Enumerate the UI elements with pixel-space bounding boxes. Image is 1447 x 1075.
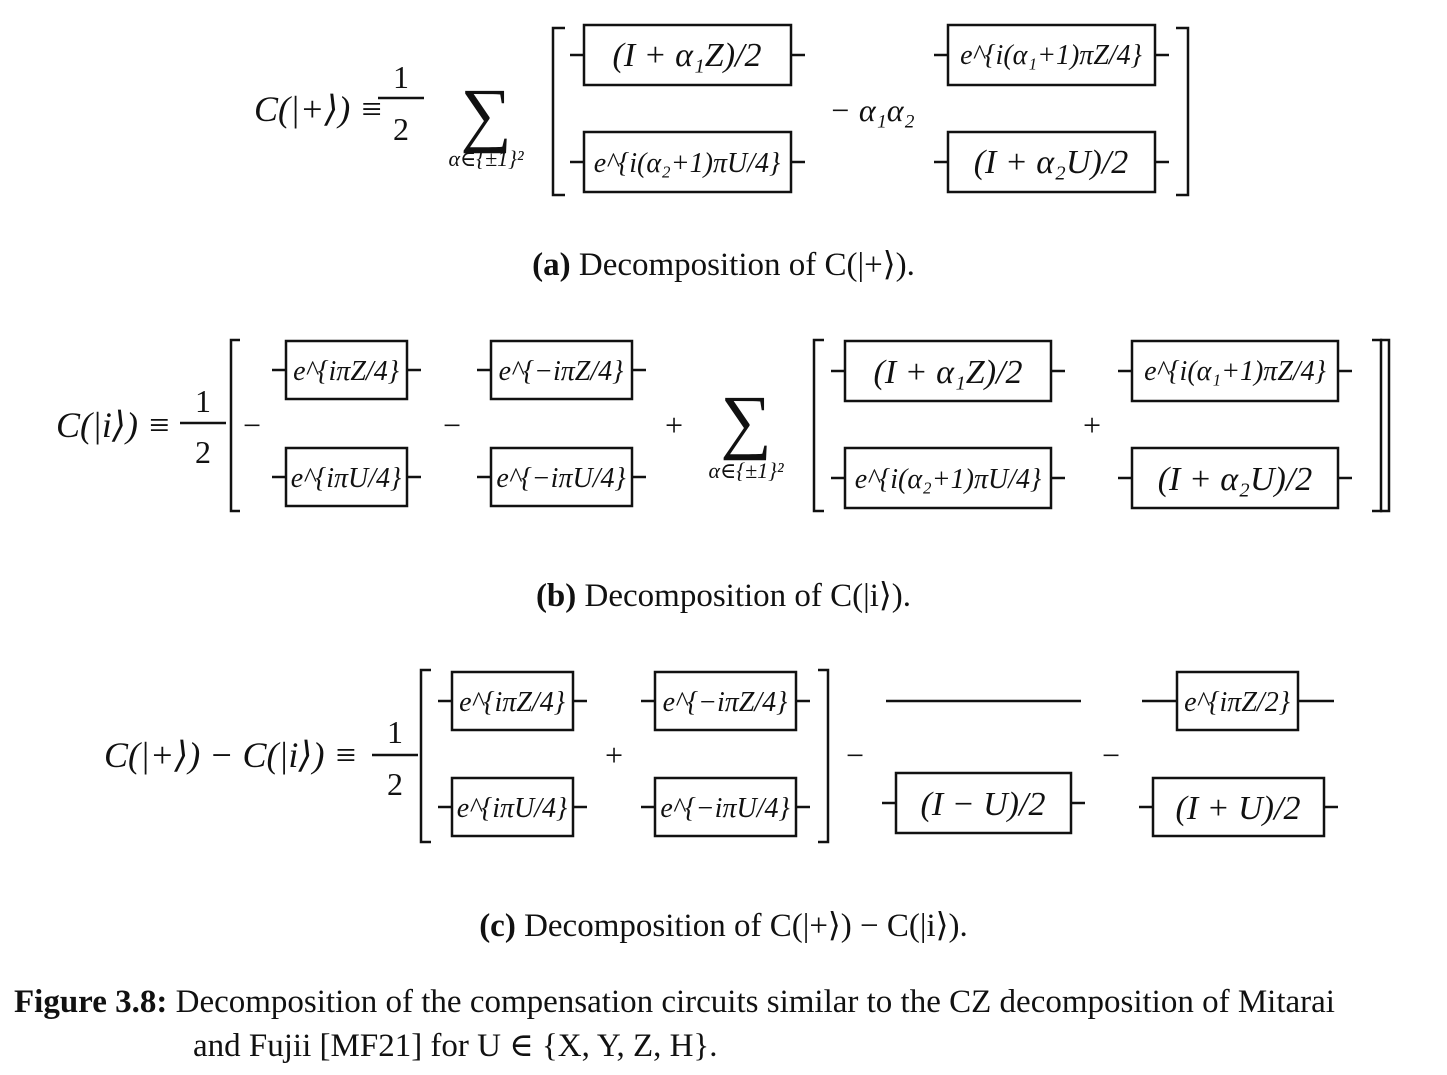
- a-caption-label: (a): [532, 247, 571, 283]
- c-box2-top-label: e^{−iπZ/4}: [663, 687, 788, 718]
- b-bracket-inner-left: [812, 338, 824, 513]
- b-sum-subscript: α∈{±1}²: [708, 458, 784, 483]
- c-box1-bottom-label: e^{iπU/4}: [457, 793, 567, 824]
- c-caption: (c) Decomposition of C(|+⟩) − C(|i⟩).: [0, 905, 1447, 945]
- a-box-top-left-label: (I + α₁Z)/2: [613, 37, 762, 74]
- b-box2-top-label: e^{−iπZ/4}: [499, 356, 624, 387]
- c-minus1: −: [846, 737, 864, 773]
- c-bracket-left: [419, 668, 431, 844]
- b-lhs: C(|i⟩) ≡: [56, 405, 171, 445]
- a-caption: (a) Decomposition of C(|+⟩).: [0, 244, 1447, 284]
- figure-caption-label: Figure 3.8:: [14, 984, 168, 1020]
- a-box-bottom-right-label: (I + α₂U)/2: [974, 144, 1129, 181]
- b-sum-sign: ∑: [720, 381, 771, 461]
- c-box4-bottom-label: (I + U)/2: [1176, 790, 1301, 827]
- c-frac-num: 1: [387, 714, 403, 750]
- c-box3-bottom-label: (I − U)/2: [921, 786, 1046, 823]
- a-sum-sign: ∑: [460, 74, 511, 154]
- b-plus2: +: [1083, 407, 1101, 443]
- c-box1-top-label: e^{iπZ/4}: [459, 687, 565, 718]
- a-middle-term: − α₁α₂: [829, 92, 914, 128]
- c-lhs: C(|+⟩) − C(|i⟩) ≡: [104, 735, 358, 775]
- a-bracket-left: [551, 26, 565, 197]
- a-sum-subscript: α∈{±1}²: [448, 146, 524, 171]
- c-bracket-right: [818, 668, 830, 844]
- b-box1-bottom-label: e^{iπU/4}: [291, 463, 401, 494]
- a-frac-den: 2: [393, 111, 409, 147]
- b-minus2: −: [443, 407, 461, 443]
- c-box4-top-label: e^{iπZ/2}: [1184, 687, 1290, 718]
- b-bracket-outer-right-2: [1380, 338, 1391, 513]
- b-bracket-outer-left: [229, 338, 240, 513]
- b-box2-bottom-label: e^{−iπU/4}: [496, 463, 625, 494]
- b-box4-top-label: e^{i(α₁+1)πZ/4}: [1144, 356, 1326, 387]
- b-frac-den: 2: [195, 434, 211, 470]
- b-plus1: +: [665, 407, 683, 443]
- b-box4-bottom-label: (I + α₂U)/2: [1158, 461, 1313, 498]
- b-box1-top-label: e^{iπZ/4}: [293, 356, 399, 387]
- b-minus1: −: [243, 407, 261, 443]
- figure-caption: Figure 3.8: Decomposition of the compens…: [14, 980, 1439, 1068]
- a-box-bottom-left-label: e^{i(α₂+1)πU/4}: [594, 148, 780, 179]
- c-box2-bottom-label: e^{−iπU/4}: [660, 793, 789, 824]
- a-caption-text: Decomposition of C(|+⟩).: [578, 247, 915, 283]
- b-box3-top-label: (I + α₁Z)/2: [874, 354, 1023, 391]
- a-bracket-right: [1176, 26, 1190, 197]
- c-caption-label: (c): [479, 908, 516, 944]
- c-caption-text: Decomposition of C(|+⟩) − C(|i⟩).: [524, 908, 968, 944]
- figure-caption-line2: and Fujii [MF21] for U ∈ {X, Y, Z, H}.: [193, 1028, 718, 1064]
- c-minus2: −: [1102, 737, 1120, 773]
- a-frac-num: 1: [393, 59, 409, 95]
- c-frac-den: 2: [387, 766, 403, 802]
- a-lhs: C(|+⟩) ≡: [254, 89, 384, 129]
- figure-caption-line1: Decomposition of the compensation circui…: [175, 984, 1335, 1020]
- b-box3-bottom-label: e^{i(α₂+1)πU/4}: [855, 464, 1041, 495]
- b-caption-label: (b): [535, 578, 577, 614]
- b-bracket-outer-right-1: [1372, 338, 1383, 513]
- b-caption: (b) Decomposition of C(|i⟩).: [0, 575, 1447, 615]
- b-caption-text: Decomposition of C(|i⟩).: [584, 578, 912, 614]
- b-frac-num: 1: [195, 383, 211, 419]
- a-box-top-right-label: e^{i(α₁+1)πZ/4}: [960, 40, 1142, 71]
- c-plus: +: [605, 737, 623, 773]
